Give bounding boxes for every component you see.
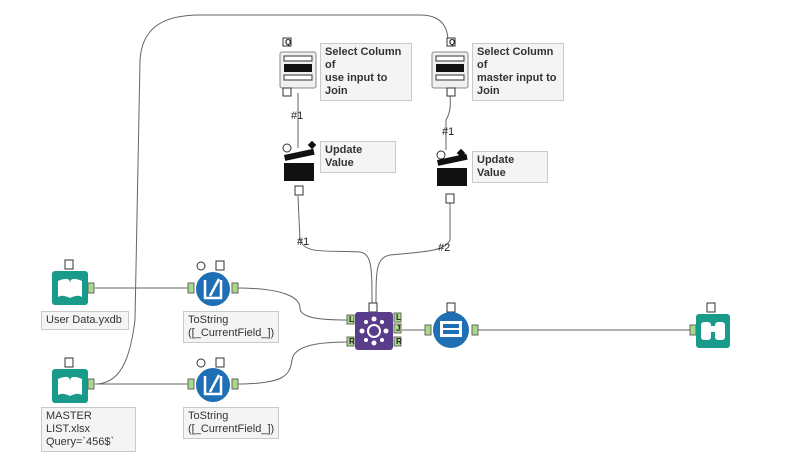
tostring1-label: ToString ([_CurrentField_]) (183, 311, 279, 343)
select-tool-user[interactable] (279, 37, 317, 97)
input-tool-master[interactable] (52, 357, 95, 403)
formula-tool-2[interactable] (187, 357, 239, 402)
connection-label-1: #1 (291, 110, 304, 122)
select-tool-master[interactable] (431, 37, 469, 97)
anchor-j-join-out[interactable]: J (396, 324, 401, 333)
update-user-label: Update Value (320, 141, 396, 173)
formula-tool-1[interactable] (187, 260, 239, 306)
update-master-label: Update Value (472, 151, 548, 183)
anchor-q-select-user[interactable]: Q (285, 38, 292, 47)
join-tool[interactable] (346, 302, 402, 350)
connection-label-3: #1 (297, 236, 310, 248)
tostring2-label: ToString ([_CurrentField_]) (183, 407, 279, 439)
table-tool[interactable] (424, 302, 479, 348)
anchor-l-join-out[interactable]: L (396, 313, 401, 322)
browse-tool[interactable] (689, 302, 730, 348)
master-input-label: MASTER LIST.xlsx Query=`456$` (41, 407, 136, 452)
user-input-label: User Data.yxdb (41, 311, 129, 330)
connection-label-4: #2 (438, 242, 451, 254)
wire-select-master-to-update (445, 92, 451, 150)
anchor-r-join-out[interactable]: R (396, 337, 402, 346)
anchor-r-join-in[interactable]: R (349, 337, 355, 346)
select-master-label: Select Column of master input to Join (472, 43, 564, 101)
update-value-tool-master[interactable] (436, 148, 468, 204)
wire-tostring1-to-join (235, 287, 349, 321)
wire-update-user-to-join (297, 195, 373, 306)
input-tool-user[interactable] (52, 259, 95, 305)
connection-label-2: #1 (442, 126, 455, 138)
select-user-label: Select Column of use input to Join (320, 43, 412, 101)
wire-update-master-to-join (375, 196, 451, 306)
anchor-q-select-master[interactable]: Q (449, 38, 456, 47)
update-value-tool-user[interactable] (282, 140, 317, 196)
wires (94, 14, 690, 385)
wire-tostring2-to-join (235, 341, 349, 385)
wire-master-to-select-master (94, 14, 449, 385)
anchor-l-join-in[interactable]: L (349, 315, 354, 324)
